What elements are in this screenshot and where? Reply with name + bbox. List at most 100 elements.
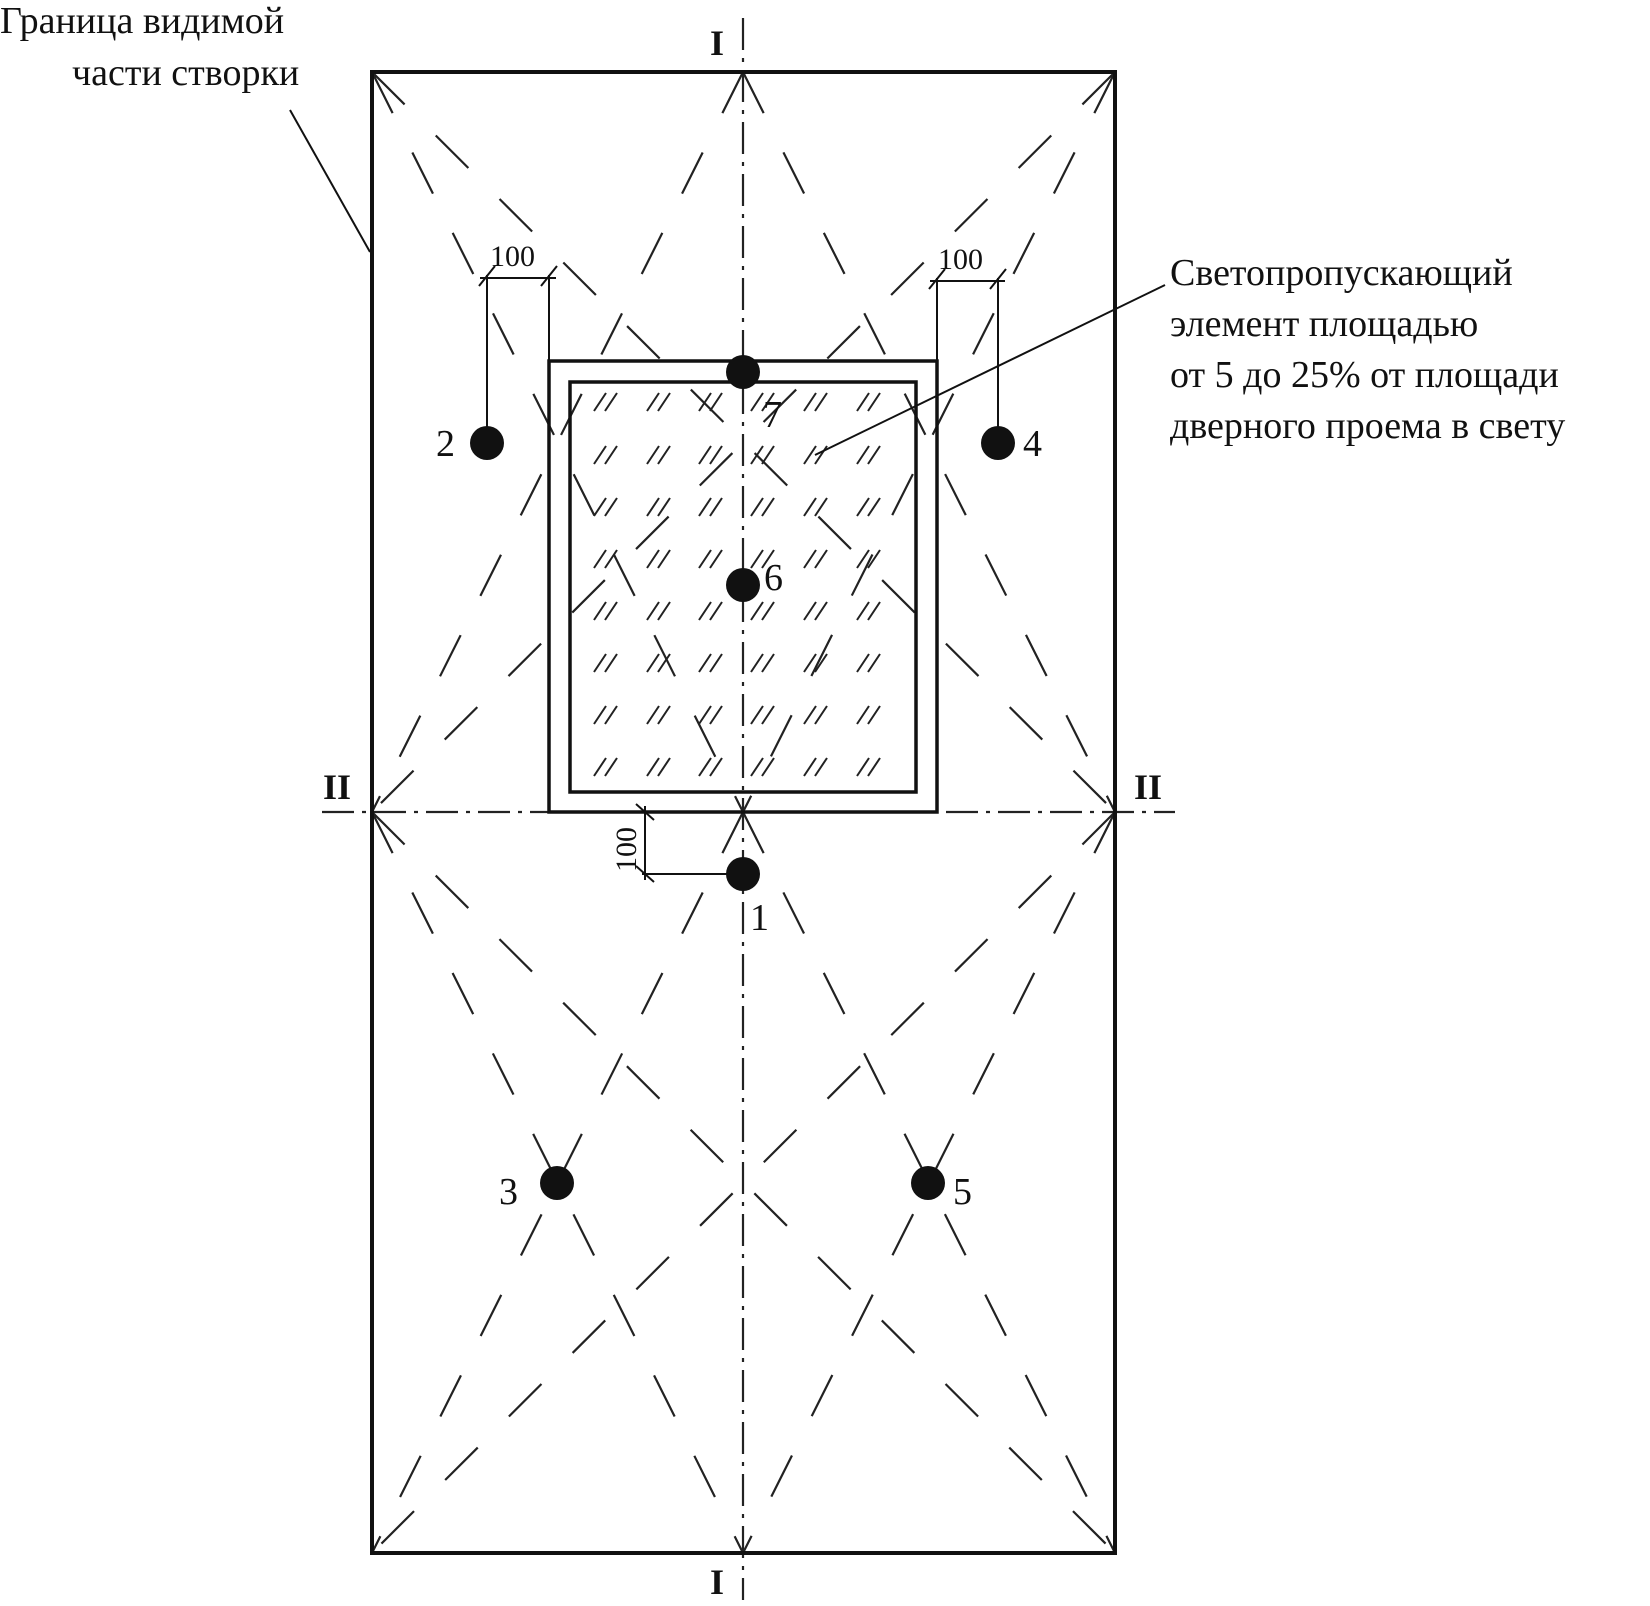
axis-lines bbox=[322, 18, 1175, 1600]
hatch-stroke-64 bbox=[698, 653, 712, 673]
hatch-stroke-18 bbox=[750, 445, 764, 465]
hatch-stroke-12 bbox=[593, 445, 607, 465]
hatch-stroke-44 bbox=[803, 549, 817, 569]
hatch-stroke-28 bbox=[698, 497, 712, 517]
hatch-stroke-76 bbox=[698, 705, 712, 725]
glazing-label-line2: элемент площадью bbox=[1170, 303, 1478, 345]
glazing-label-line1: Светопропускающий bbox=[1170, 252, 1513, 294]
hatch-stroke-79 bbox=[761, 705, 775, 725]
leader-glazing bbox=[814, 284, 1166, 456]
hatch-stroke-15 bbox=[657, 445, 671, 465]
section-marks: I I II II bbox=[323, 23, 1162, 1602]
hatch-stroke-94 bbox=[856, 757, 870, 777]
point-5-dot bbox=[911, 1166, 945, 1200]
point-3-dot bbox=[540, 1166, 574, 1200]
hatch-stroke-88 bbox=[698, 757, 712, 777]
hatch-stroke-26 bbox=[646, 497, 660, 517]
hatch-stroke-82 bbox=[856, 705, 870, 725]
hatch-stroke-50 bbox=[646, 601, 660, 621]
hatch-stroke-68 bbox=[803, 653, 817, 673]
point-7-dot bbox=[726, 355, 760, 389]
hatch-stroke-2 bbox=[646, 392, 660, 412]
hatch-stroke-62 bbox=[646, 653, 660, 673]
point-1-label: 1 bbox=[750, 897, 769, 939]
leader-leaf-boundary bbox=[289, 109, 371, 253]
hatch-stroke-58 bbox=[856, 601, 870, 621]
point-1-dot bbox=[726, 857, 760, 891]
leaders bbox=[289, 109, 1166, 456]
point-2-dot bbox=[470, 426, 504, 460]
point-5-label: 5 bbox=[953, 1171, 972, 1213]
point-2-label: 2 bbox=[436, 423, 455, 465]
hatch-stroke-73 bbox=[604, 705, 618, 725]
glazing-label-line4: дверного проема в свету bbox=[1170, 405, 1565, 447]
hatch-stroke-63 bbox=[657, 653, 671, 673]
hatch-stroke-7 bbox=[761, 392, 775, 412]
dim-right-text: 100 bbox=[938, 243, 983, 276]
hatch-stroke-34 bbox=[856, 497, 870, 517]
hatch-stroke-33 bbox=[814, 497, 828, 517]
hatch-stroke-13 bbox=[604, 445, 618, 465]
dim-bottom-text: 100 bbox=[610, 827, 643, 872]
hatch-stroke-71 bbox=[867, 653, 881, 673]
hatch-stroke-42 bbox=[750, 549, 764, 569]
hatch-stroke-69 bbox=[814, 653, 828, 673]
hatch-stroke-74 bbox=[646, 705, 660, 725]
hatch-stroke-37 bbox=[604, 549, 618, 569]
hatch-stroke-66 bbox=[750, 653, 764, 673]
hatch-stroke-45 bbox=[814, 549, 828, 569]
point-6-label: 6 bbox=[764, 557, 783, 599]
hatch-stroke-0 bbox=[593, 392, 607, 412]
callouts: Граница видимой части створки Светопропу… bbox=[0, 0, 1565, 447]
hatch-stroke-52 bbox=[698, 601, 712, 621]
section-mark-bottom: I bbox=[710, 1562, 724, 1602]
hatch-stroke-27 bbox=[657, 497, 671, 517]
hatch-stroke-41 bbox=[709, 549, 723, 569]
hatch-stroke-11 bbox=[867, 392, 881, 412]
hatch-stroke-53 bbox=[709, 601, 723, 621]
point-labels: 1 2 3 4 5 6 7 bbox=[436, 394, 1042, 1213]
section-mark-right: II bbox=[1134, 767, 1162, 807]
hatch-stroke-3 bbox=[657, 392, 671, 412]
hatch-stroke-8 bbox=[803, 392, 817, 412]
hatch-stroke-87 bbox=[657, 757, 671, 777]
hatch-stroke-31 bbox=[761, 497, 775, 517]
hatch-stroke-78 bbox=[750, 705, 764, 725]
hatch-stroke-85 bbox=[604, 757, 618, 777]
point-3-label: 3 bbox=[499, 1171, 518, 1213]
hatch-stroke-59 bbox=[867, 601, 881, 621]
hatch-stroke-67 bbox=[761, 653, 775, 673]
hatch-stroke-54 bbox=[750, 601, 764, 621]
hatch-stroke-49 bbox=[604, 601, 618, 621]
hatch-stroke-47 bbox=[867, 549, 881, 569]
hatch-stroke-20 bbox=[803, 445, 817, 465]
hatch-stroke-30 bbox=[750, 497, 764, 517]
hatch-stroke-80 bbox=[803, 705, 817, 725]
dim-left-text: 100 bbox=[490, 240, 535, 273]
hatch-stroke-16 bbox=[698, 445, 712, 465]
dim-bottom-tick2 bbox=[635, 865, 655, 883]
section-mark-top: I bbox=[710, 23, 724, 63]
hatch-stroke-5 bbox=[709, 392, 723, 412]
hatch-stroke-81 bbox=[814, 705, 828, 725]
dimension-lines bbox=[478, 265, 1007, 883]
hatch-stroke-22 bbox=[856, 445, 870, 465]
dim-left-tick1 bbox=[478, 265, 496, 287]
hatch-stroke-32 bbox=[803, 497, 817, 517]
hatch-stroke-95 bbox=[867, 757, 881, 777]
hatch-stroke-70 bbox=[856, 653, 870, 673]
hatch-stroke-4 bbox=[698, 392, 712, 412]
hatch-stroke-51 bbox=[657, 601, 671, 621]
hatch-stroke-91 bbox=[761, 757, 775, 777]
hatch-stroke-24 bbox=[593, 497, 607, 517]
dimension-labels: 100 100 100 bbox=[490, 240, 983, 872]
hatch-stroke-14 bbox=[646, 445, 660, 465]
hatch-stroke-48 bbox=[593, 601, 607, 621]
leaf-boundary-label-line2: части створки bbox=[72, 52, 299, 94]
hatch-stroke-23 bbox=[867, 445, 881, 465]
hatch-stroke-25 bbox=[604, 497, 618, 517]
hatch-stroke-1 bbox=[604, 392, 618, 412]
hatch-stroke-72 bbox=[593, 705, 607, 725]
point-4-dot bbox=[981, 426, 1015, 460]
